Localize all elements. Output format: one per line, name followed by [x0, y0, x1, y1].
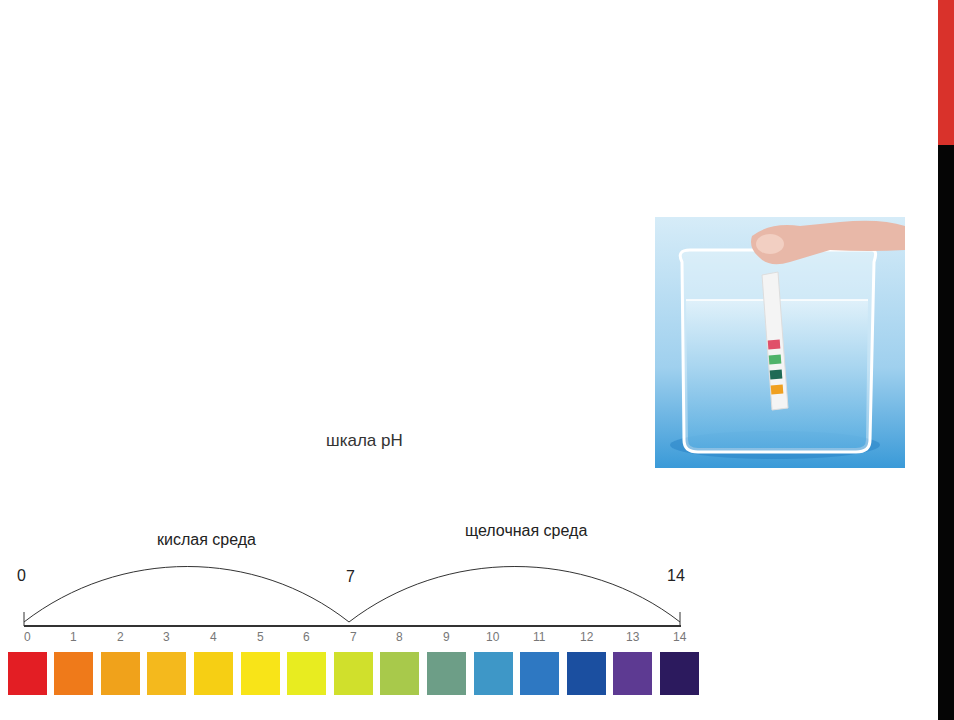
color-swatch [660, 652, 699, 695]
range-label: щелочная среда [465, 521, 587, 540]
scale-title: шкала pH [326, 431, 403, 451]
scale-number: 14 [667, 566, 685, 585]
ph-scale-axis [24, 567, 681, 627]
ph-value: 13 [626, 630, 639, 644]
ph-value: 14 [673, 630, 686, 644]
scale-number: 7 [346, 567, 355, 586]
ph-value: 12 [580, 630, 593, 644]
ph-value: 9 [443, 630, 450, 644]
ph-value: 10 [486, 630, 499, 644]
color-swatch [380, 652, 419, 695]
range-label: кислая среда [157, 530, 256, 549]
color-swatch [194, 652, 233, 695]
ph-value: 5 [257, 630, 264, 644]
color-swatch [567, 652, 606, 695]
ph-value: 7 [350, 630, 357, 644]
color-swatch [474, 652, 513, 695]
color-swatch [613, 652, 652, 695]
color-swatch [287, 652, 326, 695]
ph-value: 3 [163, 630, 170, 644]
ph-value: 6 [303, 630, 310, 644]
color-swatch [147, 652, 186, 695]
color-swatch [520, 652, 559, 695]
color-swatch [427, 652, 466, 695]
ph-value: 4 [210, 630, 217, 644]
ph-value: 2 [117, 630, 124, 644]
beaker-photo [655, 217, 905, 468]
color-swatch [334, 652, 373, 695]
color-swatch [8, 652, 47, 695]
scale-number: 0 [17, 566, 26, 585]
ph-value: 0 [24, 630, 31, 644]
ph-value: 11 [533, 630, 545, 644]
ph-value: 8 [396, 630, 403, 644]
red-bar [938, 0, 954, 145]
color-swatch [54, 652, 93, 695]
color-swatch [101, 652, 140, 695]
black-bar [938, 145, 954, 720]
ph-value: 1 [70, 630, 77, 644]
color-swatch [241, 652, 280, 695]
